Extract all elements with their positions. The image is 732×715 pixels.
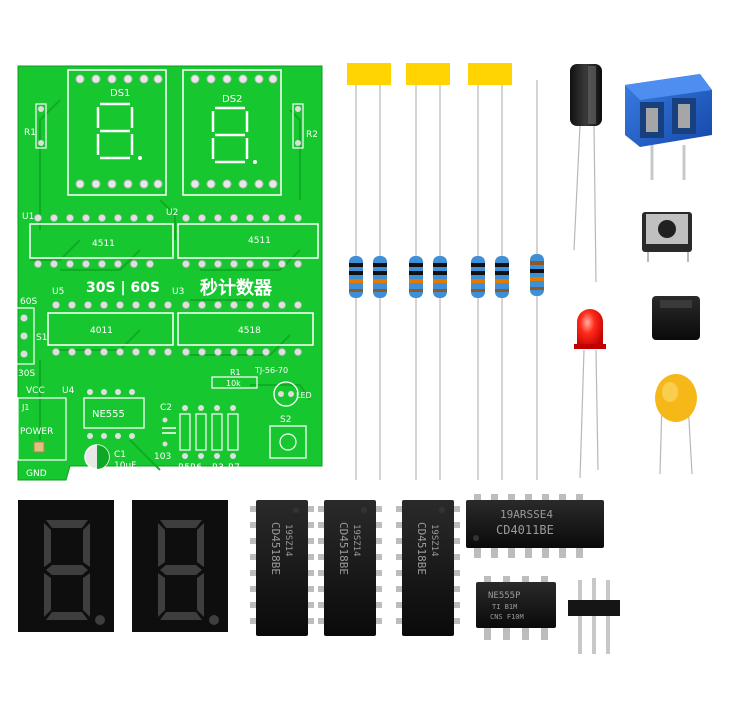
ne555-label: NE555 (92, 409, 125, 420)
resistor (409, 256, 423, 298)
u5-footprint: 4011 (47, 312, 174, 346)
u2-chip-label: 4511 (248, 236, 271, 246)
r1-side-footprint: R1 (24, 103, 47, 149)
gnd-label: GND (26, 469, 47, 479)
u5-label: U5 (52, 287, 64, 297)
chip1-label-line1: CD4518BE (269, 522, 282, 575)
ic-cd4518be: CD4518BE 19SZ14 (396, 500, 460, 636)
sw-30s-label: 30S (18, 369, 35, 379)
u2-label: U2 (166, 208, 178, 218)
r5r6-label: R5R6 (178, 463, 202, 473)
pin-header (568, 578, 620, 654)
r7-label: R7 (228, 463, 240, 473)
u1-label: U1 (22, 212, 34, 222)
u2-footprint: 4511 (177, 223, 319, 259)
j1-label: J1 (21, 403, 29, 412)
chip2-label-line2: 19SZ14 (351, 524, 361, 557)
jumper-cap (652, 296, 700, 340)
chip4-label-line1: 19ARSSE4 (500, 508, 553, 521)
red-led (574, 309, 606, 479)
r2-side-footprint: R2 (292, 103, 318, 149)
chip2-label-line1: CD4518BE (337, 522, 350, 575)
resistor (433, 256, 447, 298)
ds1-label: DS1 (110, 88, 130, 99)
u3-label: U3 (172, 287, 184, 297)
mode-label: 30S | 60S (86, 280, 160, 296)
u3-footprint: 4518 (177, 312, 314, 346)
chip5-label-line3: CNS F10M (490, 613, 524, 621)
led-label: LED (296, 391, 312, 400)
chip3-label-line1: CD4518BE (415, 522, 428, 575)
ic-cd4518be: CD4518BE 19SZ14 (250, 500, 314, 636)
s2-clr-footprint: S2 CLR (269, 415, 307, 476)
chip5-label-line2: TI B1M (492, 603, 517, 611)
c1-footprint: C1 10uF (84, 444, 136, 471)
u4-label: U4 (62, 386, 75, 396)
u3-chip-label: 4518 (238, 326, 261, 336)
chip4-label-line2: CD4011BE (496, 523, 554, 537)
ic-cd4518be: CD4518BE 19SZ14 (318, 500, 382, 636)
sw-60s-label: 60S (20, 297, 37, 307)
tape-strips (347, 63, 512, 85)
resistor-array-footprint (179, 413, 239, 451)
r1-value: 10k (226, 379, 241, 388)
r1-footprint: R1 10k TJ-56-70 (211, 366, 288, 389)
u5-chip-label: 4011 (90, 326, 113, 336)
c1-value: 10uF (114, 461, 136, 471)
r1-side-label: R1 (24, 128, 36, 138)
resistor (530, 254, 544, 296)
u1-footprint: 4511 (29, 223, 174, 259)
s2-label: S2 (280, 415, 291, 425)
resistors (349, 254, 544, 298)
ceramic-capacitor (655, 374, 697, 475)
ds2-footprint: DS2 (182, 69, 282, 196)
tactile-switch (642, 212, 692, 262)
seven-segment-display (132, 500, 228, 632)
c2-label: C2 (160, 403, 172, 413)
chip5-label-line1: NE555P (488, 591, 521, 601)
resistor (373, 256, 387, 298)
power-jack-footprint: VCC U4 J1 POWER GND (17, 386, 75, 479)
chip1-label-line2: 19SZ14 (283, 524, 293, 557)
c2-value: 103 (154, 452, 171, 462)
power-label: POWER (20, 427, 53, 437)
clr-label: CLR (276, 466, 294, 476)
ds1-footprint: DS1 (67, 69, 167, 196)
c2-footprint: C2 103 (154, 403, 176, 462)
ic-cd4011be: 19ARSSE4 CD4011BE (466, 494, 604, 558)
chip3-label-line2: 19SZ14 (429, 524, 439, 557)
ic-ne555p: NE555P TI B1M CNS F10M (476, 576, 556, 640)
r3-label: R3 (212, 463, 224, 473)
u1-chip-label: 4511 (92, 239, 115, 249)
resistor (495, 256, 509, 298)
model-label: TJ-56-70 (254, 366, 288, 375)
resistor (471, 256, 485, 298)
led-footprint: LED (273, 381, 312, 407)
vcc-label: VCC (26, 386, 45, 396)
s1-switch-footprint: 60S S1 30S (13, 297, 47, 379)
electrolytic-capacitor (570, 64, 602, 283)
r1-label: R1 (230, 368, 241, 377)
title-cn: 秒计数器 (200, 277, 273, 299)
resistor (349, 256, 363, 298)
c1-label: C1 (114, 450, 126, 460)
ne555-footprint: NE555 (83, 389, 145, 439)
screw-terminal-block (625, 74, 712, 180)
pcb-board: DS1 DS2 R1 R2 U1 (13, 65, 323, 481)
ds2-label: DS2 (222, 94, 242, 105)
seven-segment-display (18, 500, 114, 632)
s1-label: S1 (36, 333, 47, 343)
r2-side-label: R2 (306, 130, 318, 140)
